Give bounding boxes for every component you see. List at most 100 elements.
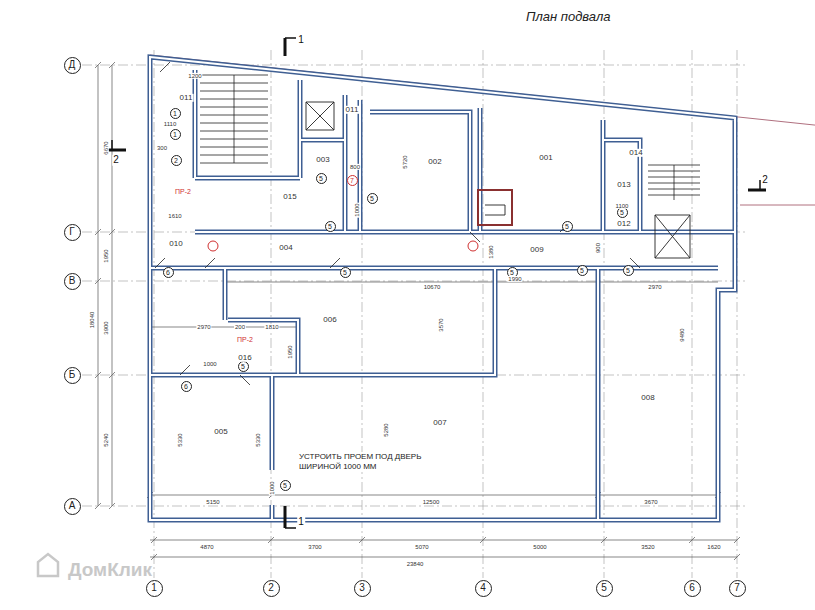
bubble-text: 5: [565, 223, 569, 230]
room-number: 005: [213, 428, 228, 436]
dimension: 23840: [406, 561, 425, 567]
bubble-text: 5: [580, 267, 584, 274]
dimension: 5280: [383, 422, 389, 437]
dimension: 1950: [287, 344, 293, 359]
door-mark: 5: [367, 193, 378, 204]
axis-line: [82, 65, 745, 506]
bubble-text: Б: [69, 370, 76, 380]
bubble-text: 6: [184, 383, 188, 390]
dimension: 1000: [354, 202, 360, 217]
bubble-text: 4: [480, 583, 486, 593]
bubble-text: 5: [319, 175, 323, 182]
door-mark: 1: [170, 108, 181, 119]
dimension: 12500: [422, 499, 441, 505]
bubble-text: А: [69, 501, 76, 511]
dimension: 18040: [89, 311, 95, 330]
shaft: [478, 190, 512, 225]
bubble-text: 2: [174, 157, 178, 164]
room-number: 007: [432, 419, 447, 427]
axis-bubble: 7: [729, 580, 746, 597]
dimension: 800: [349, 164, 361, 170]
elevator-shaft: [306, 102, 334, 130]
dimension: 5330: [255, 432, 261, 447]
dimension: 1000: [202, 361, 217, 367]
axis-bubble: 1: [146, 580, 163, 597]
door-mark: 6: [163, 267, 174, 278]
red-marks: [208, 241, 478, 251]
opening-mark: ПР-2: [174, 188, 192, 195]
axis-bubble: А: [64, 498, 81, 515]
red-mark: [468, 241, 478, 251]
door-mark: 5: [340, 267, 351, 278]
axis-bubble: Г: [64, 224, 81, 241]
room-number: 011: [179, 94, 194, 102]
door-mark: 6: [181, 381, 192, 392]
room-number: 011: [345, 106, 360, 114]
dimension: 3670: [643, 499, 658, 505]
dimension: 1200: [187, 73, 202, 79]
bubble-text: 5: [343, 269, 347, 276]
bubble-text: 5: [510, 269, 514, 276]
section-flag: [285, 38, 296, 528]
section-number: 2: [112, 155, 120, 166]
stairs: [200, 75, 700, 200]
bubble-text: 7: [350, 177, 354, 184]
room-number: 012: [616, 220, 631, 228]
dimension: 900: [595, 242, 601, 254]
bubble-text: 1: [173, 131, 177, 138]
room-number: 010: [168, 240, 183, 248]
dimension: 3700: [307, 544, 322, 550]
bubble-text: 5: [370, 195, 374, 202]
bubble-text: 6: [166, 269, 170, 276]
dimension: 10670: [423, 284, 442, 290]
bubble-text: Д: [69, 60, 76, 70]
dimension-tick: [95, 62, 115, 509]
section-number: 1: [297, 35, 305, 46]
dimension: 5000: [532, 544, 547, 550]
dimension: 2970: [647, 284, 662, 290]
section-line: [284, 38, 287, 528]
room-number: 001: [538, 154, 553, 162]
dimension-lines: [95, 62, 740, 560]
room-number: 009: [529, 246, 544, 254]
elevator-shaft: [655, 215, 690, 258]
door-swings: [155, 62, 640, 385]
room-number: 003: [315, 156, 330, 164]
opening-mark: ПР-2: [236, 336, 254, 343]
dimension: 3900: [103, 320, 109, 335]
wall-core: [150, 57, 735, 520]
axis-bubble: 2: [263, 580, 280, 597]
room-number: 006: [322, 316, 337, 324]
axis-bubble: 3: [354, 580, 371, 597]
room-number: 014: [628, 149, 643, 157]
bubble-text: 3: [359, 583, 365, 593]
bubble-text: 5: [283, 482, 287, 489]
dimension: 1990: [507, 276, 522, 282]
section-number: 2: [761, 175, 769, 186]
bubble-text: В: [69, 276, 76, 286]
dimension: 3570: [438, 317, 444, 332]
bubble-text: 5: [328, 223, 332, 230]
dimension: 3520: [640, 544, 655, 550]
axis-bubble: Д: [64, 57, 81, 74]
bubble-text: 5: [241, 363, 245, 370]
dimension: 5240: [103, 432, 109, 447]
dimension: 200: [234, 324, 246, 330]
dimension: 5150: [205, 499, 220, 505]
dimension: 2970: [196, 324, 211, 330]
section-number: 1: [297, 517, 305, 528]
dimension: 5720: [402, 154, 408, 169]
wall: [150, 57, 735, 520]
dimension: 6670: [103, 140, 109, 155]
watermark: ДомКлик: [67, 560, 153, 580]
dimension: 1620: [706, 544, 721, 550]
axis-grid: [82, 50, 745, 578]
stair-steps: [648, 165, 700, 200]
logo-house: [38, 554, 58, 576]
axis-bubble: 5: [596, 580, 613, 597]
room-number: 016: [237, 354, 252, 362]
dimension-tick: [147, 492, 740, 560]
door-mark: 5: [325, 221, 336, 232]
